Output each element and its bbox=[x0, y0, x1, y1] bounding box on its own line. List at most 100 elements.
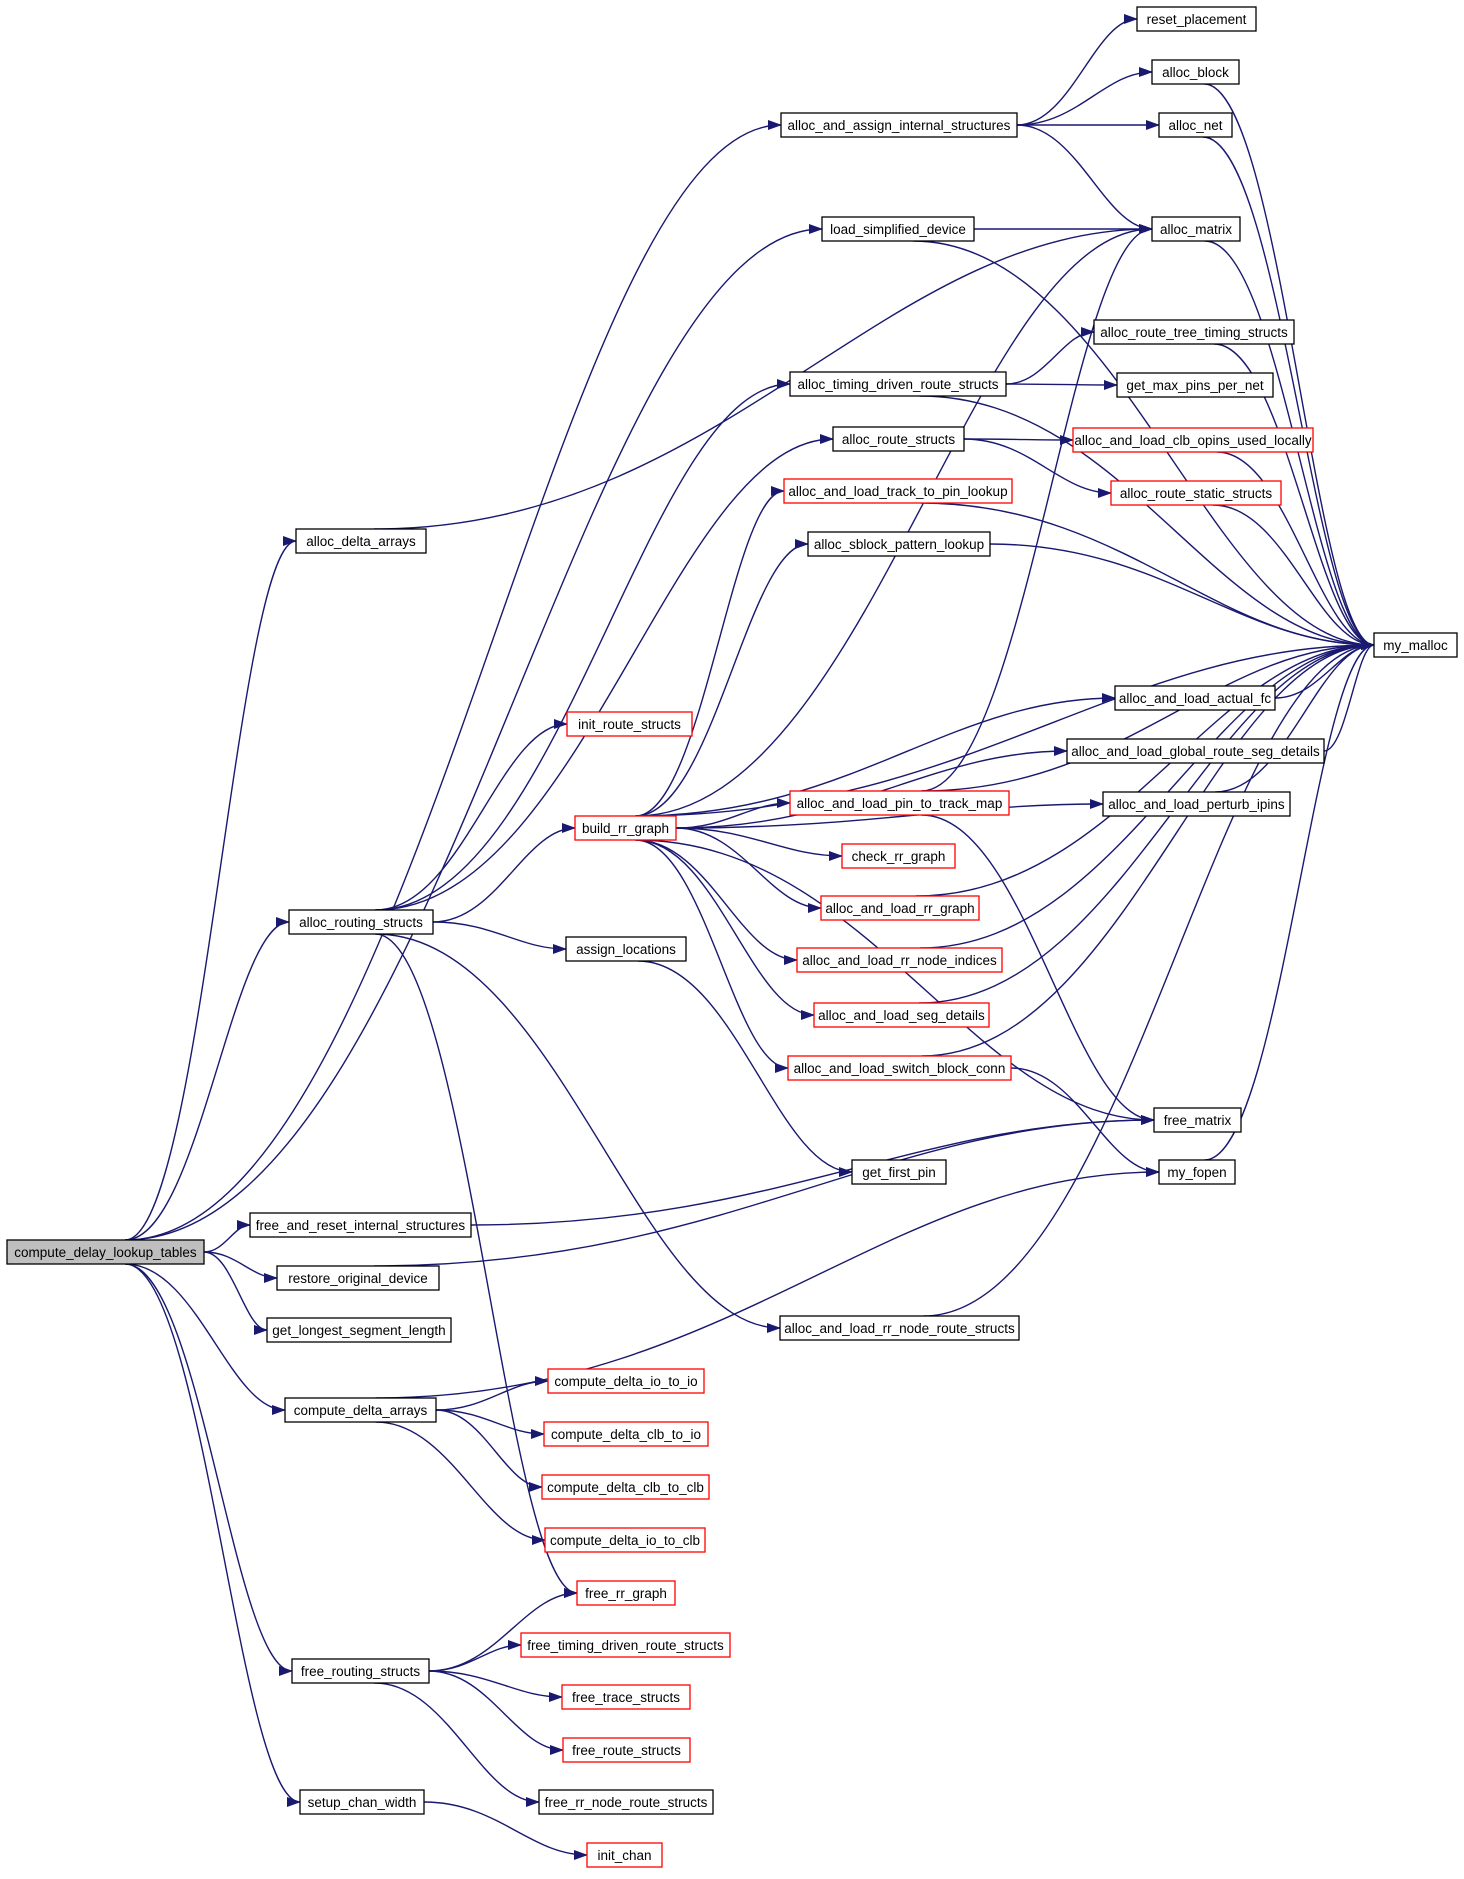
node-alloc_and_load_track_to_pin_lookup[interactable]: alloc_and_load_track_to_pin_lookup bbox=[783, 478, 1013, 504]
node-box bbox=[1116, 372, 1274, 398]
node-alloc_and_load_pin_to_track_map[interactable]: alloc_and_load_pin_to_track_map bbox=[789, 790, 1010, 816]
node-alloc_routing_structs[interactable]: alloc_routing_structs bbox=[288, 909, 434, 935]
node-alloc_route_tree_timing_structs[interactable]: alloc_route_tree_timing_structs bbox=[1093, 319, 1295, 345]
node-box bbox=[249, 1212, 472, 1238]
edge-my_fopen-to-my_malloc bbox=[1204, 640, 1375, 1161]
node-compute_delta_clb_to_clb[interactable]: compute_delta_clb_to_clb bbox=[541, 1474, 710, 1500]
node-get_longest_segment_length[interactable]: get_longest_segment_length bbox=[266, 1317, 452, 1343]
node-setup_chan_width[interactable]: setup_chan_width bbox=[299, 1789, 425, 1815]
node-free_trace_structs[interactable]: free_trace_structs bbox=[561, 1684, 691, 1710]
node-label: get_longest_segment_length bbox=[272, 1323, 445, 1338]
node-box bbox=[520, 1632, 731, 1658]
edge-build_rr_graph-to-alloc_and_load_pin_to_track_map bbox=[675, 798, 791, 829]
node-reset_placement[interactable]: reset_placement bbox=[1136, 6, 1257, 32]
node-compute_delta_io_to_io[interactable]: compute_delta_io_to_io bbox=[547, 1368, 705, 1394]
node-box bbox=[544, 1527, 706, 1553]
node-layer: compute_delay_lookup_tables alloc_and_ass… bbox=[6, 6, 1458, 1868]
edge-alloc_and_assign_internal_structures-to-reset_placement bbox=[1016, 14, 1138, 126]
node-alloc_and_load_rr_node_indices[interactable]: alloc_and_load_rr_node_indices bbox=[796, 947, 1003, 973]
node-alloc_and_load_switch_block_conn[interactable]: alloc_and_load_switch_block_conn bbox=[787, 1055, 1012, 1081]
edge-alloc_and_load_perturb_ipins-to-my_malloc bbox=[1215, 640, 1375, 793]
node-label: build_rr_graph bbox=[582, 821, 669, 836]
edge-alloc_net-to-my_malloc bbox=[1202, 136, 1375, 650]
node-alloc_and_load_perturb_ipins[interactable]: alloc_and_load_perturb_ipins bbox=[1102, 791, 1291, 817]
node-load_simplified_device[interactable]: load_simplified_device bbox=[821, 216, 975, 242]
node-label: alloc_and_load_rr_node_route_structs bbox=[784, 1321, 1015, 1336]
edge-alloc_timing_driven_route_structs-to-get_max_pins_per_net bbox=[1005, 379, 1118, 390]
edge-compute_delay_lookup_tables-to-alloc_delta_arrays bbox=[125, 536, 297, 1241]
node-alloc_matrix[interactable]: alloc_matrix bbox=[1151, 216, 1241, 242]
node-box bbox=[1158, 112, 1233, 138]
node-compute_delta_arrays[interactable]: compute_delta_arrays bbox=[284, 1397, 437, 1423]
edge-alloc_and_load_pin_to_track_map-to-my_malloc bbox=[921, 640, 1375, 792]
node-label: load_simplified_device bbox=[830, 222, 966, 237]
node-box bbox=[841, 843, 956, 869]
node-restore_original_device[interactable]: restore_original_device bbox=[276, 1265, 440, 1291]
node-my_malloc[interactable]: my_malloc bbox=[1373, 632, 1458, 658]
node-box bbox=[295, 528, 427, 554]
node-alloc_and_load_actual_fc[interactable]: alloc_and_load_actual_fc bbox=[1114, 685, 1276, 711]
node-free_routing_structs[interactable]: free_routing_structs bbox=[291, 1658, 430, 1684]
node-alloc_route_static_structs[interactable]: alloc_route_static_structs bbox=[1110, 480, 1282, 506]
edge-build_rr_graph-to-alloc_matrix bbox=[635, 224, 1153, 817]
node-compute_delay_lookup_tables[interactable]: compute_delay_lookup_tables bbox=[6, 1239, 205, 1265]
node-box bbox=[561, 1684, 691, 1710]
node-label: alloc_and_load_perturb_ipins bbox=[1108, 797, 1285, 812]
node-alloc_and_load_rr_graph[interactable]: alloc_and_load_rr_graph bbox=[820, 895, 980, 921]
node-label: compute_delay_lookup_tables bbox=[14, 1245, 197, 1260]
edge-alloc_route_tree_timing_structs-to-my_malloc bbox=[1213, 343, 1375, 650]
node-alloc_delta_arrays[interactable]: alloc_delta_arrays bbox=[295, 528, 427, 554]
node-label: alloc_and_assign_internal_structures bbox=[788, 118, 1011, 133]
node-box bbox=[566, 711, 693, 737]
node-box bbox=[851, 1159, 947, 1185]
node-alloc_and_load_global_route_seg_details[interactable]: alloc_and_load_global_route_seg_details bbox=[1066, 738, 1325, 764]
node-label: init_chan bbox=[597, 1848, 651, 1863]
node-check_rr_graph[interactable]: check_rr_graph bbox=[841, 843, 956, 869]
node-free_timing_driven_route_structs[interactable]: free_timing_driven_route_structs bbox=[520, 1632, 731, 1658]
node-alloc_net[interactable]: alloc_net bbox=[1158, 112, 1233, 138]
edge-compute_delay_lookup_tables-to-setup_chan_width bbox=[125, 1263, 301, 1807]
node-label: my_malloc bbox=[1383, 638, 1448, 653]
node-init_chan[interactable]: init_chan bbox=[586, 1842, 663, 1868]
edge-alloc_and_load_switch_block_conn-to-my_malloc bbox=[921, 640, 1375, 1057]
node-free_rr_graph[interactable]: free_rr_graph bbox=[576, 1580, 676, 1606]
edge-alloc_routing_structs-to-alloc_timing_driven_route_structs bbox=[375, 379, 791, 911]
edge-build_rr_graph-to-alloc_and_load_rr_graph bbox=[675, 827, 822, 913]
node-label: alloc_and_load_switch_block_conn bbox=[794, 1061, 1006, 1076]
edge-alloc_routing_structs-to-alloc_route_structs bbox=[375, 434, 834, 911]
node-init_route_structs[interactable]: init_route_structs bbox=[566, 711, 693, 737]
edge-compute_delay_lookup_tables-to-alloc_routing_structs bbox=[125, 917, 290, 1241]
node-box bbox=[1066, 738, 1325, 764]
node-label: alloc_and_load_pin_to_track_map bbox=[797, 796, 1003, 811]
node-alloc_and_load_rr_node_route_structs[interactable]: alloc_and_load_rr_node_route_structs bbox=[779, 1315, 1020, 1341]
node-label: free_timing_driven_route_structs bbox=[527, 1638, 724, 1653]
node-alloc_timing_driven_route_structs[interactable]: alloc_timing_driven_route_structs bbox=[789, 371, 1007, 397]
node-box bbox=[779, 1315, 1020, 1341]
node-free_rr_node_route_structs[interactable]: free_rr_node_route_structs bbox=[538, 1789, 714, 1815]
node-compute_delta_io_to_clb[interactable]: compute_delta_io_to_clb bbox=[544, 1527, 706, 1553]
node-alloc_and_load_clb_opins_used_locally[interactable]: alloc_and_load_clb_opins_used_locally bbox=[1072, 427, 1314, 453]
node-compute_delta_clb_to_io[interactable]: compute_delta_clb_to_io bbox=[543, 1421, 709, 1447]
node-alloc_route_structs[interactable]: alloc_route_structs bbox=[832, 426, 965, 452]
node-free_matrix[interactable]: free_matrix bbox=[1153, 1107, 1242, 1133]
node-alloc_sblock_pattern_lookup[interactable]: alloc_sblock_pattern_lookup bbox=[807, 531, 991, 557]
node-alloc_and_assign_internal_structures[interactable]: alloc_and_assign_internal_structures bbox=[780, 112, 1018, 138]
edge-compute_delay_lookup_tables-to-alloc_and_assign_internal_structures bbox=[125, 120, 782, 1241]
node-get_max_pins_per_net[interactable]: get_max_pins_per_net bbox=[1116, 372, 1274, 398]
node-label: free_rr_graph bbox=[585, 1586, 667, 1601]
node-free_and_reset_internal_structures[interactable]: free_and_reset_internal_structures bbox=[249, 1212, 472, 1238]
node-box bbox=[1093, 319, 1295, 345]
edge-alloc_and_load_switch_block_conn-to-my_fopen bbox=[1010, 1067, 1160, 1177]
node-alloc_and_load_seg_details[interactable]: alloc_and_load_seg_details bbox=[813, 1002, 990, 1028]
node-assign_locations[interactable]: assign_locations bbox=[565, 936, 687, 962]
edge-build_rr_graph-to-alloc_and_load_rr_node_indices bbox=[635, 839, 798, 965]
node-my_fopen[interactable]: my_fopen bbox=[1158, 1159, 1236, 1185]
node-box bbox=[780, 112, 1018, 138]
node-get_first_pin[interactable]: get_first_pin bbox=[851, 1159, 947, 1185]
edge-compute_delta_arrays-to-compute_delta_clb_to_io bbox=[435, 1409, 545, 1439]
node-label: alloc_route_static_structs bbox=[1120, 486, 1273, 501]
node-free_route_structs[interactable]: free_route_structs bbox=[562, 1737, 691, 1763]
node-alloc_block[interactable]: alloc_block bbox=[1151, 59, 1240, 85]
node-build_rr_graph[interactable]: build_rr_graph bbox=[574, 815, 677, 841]
node-box bbox=[1373, 632, 1458, 658]
